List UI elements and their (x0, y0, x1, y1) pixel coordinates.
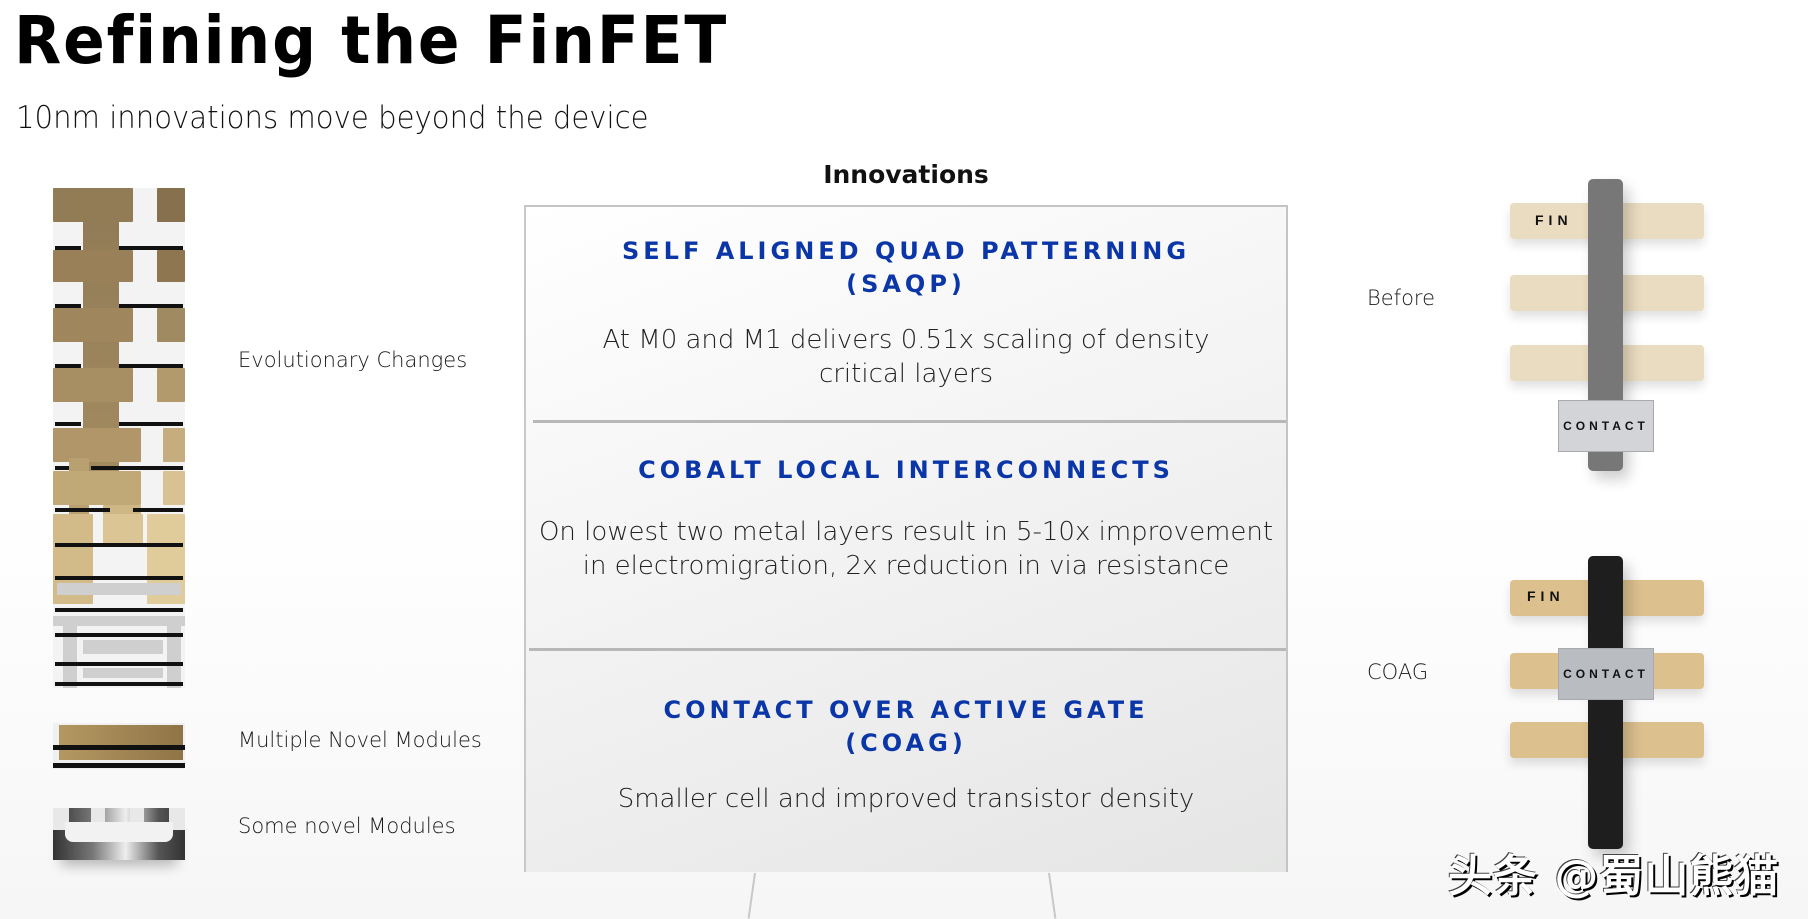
fin-label: FIN (1527, 588, 1565, 604)
label-evolutionary-changes: Evolutionary Changes (238, 348, 468, 372)
innovation-title-abbrev: (COAG) (845, 729, 967, 757)
contact-block: CONTACT (1558, 648, 1654, 700)
innovations-heading: Innovations (823, 160, 989, 189)
metal-stack-illustration (53, 188, 185, 688)
novel-modules-illustration (53, 723, 185, 769)
innovations-card: SELF ALIGNED QUAD PATTERNING (SAQP) At M… (524, 205, 1288, 872)
innovation-title: COBALT LOCAL INTERCONNECTS (638, 456, 1174, 484)
section-divider (533, 420, 1286, 423)
innovation-title: SELF ALIGNED QUAD PATTERNING (621, 237, 1191, 265)
fin-label: FIN (1535, 212, 1573, 228)
innovation-description: On lowest two metal layers result in 5-1… (538, 517, 1274, 547)
fin-trench-illustration (53, 808, 185, 860)
contact-block: CONTACT (1558, 400, 1654, 452)
label-coag: COAG (1367, 660, 1429, 684)
innovation-coag: CONTACT OVER ACTIVE GATE (COAG) Smaller … (526, 694, 1286, 816)
gate-bar (1588, 556, 1623, 849)
slide-title: Refining the FinFET (14, 2, 729, 79)
label-multiple-novel-modules: Multiple Novel Modules (238, 728, 482, 752)
label-before: Before (1367, 286, 1436, 310)
easel-leg (1048, 872, 1057, 919)
easel-leg (747, 872, 756, 919)
watermark-text: 头条 @蜀山熊猫 (1448, 851, 1780, 902)
innovation-cobalt: COBALT LOCAL INTERCONNECTS On lowest two… (526, 454, 1286, 583)
innovation-title: CONTACT OVER ACTIVE GATE (663, 696, 1149, 724)
innovation-description: Smaller cell and improved transistor den… (617, 784, 1195, 814)
innovation-description-cont: in electromigration, 2x reduction in via… (582, 551, 1230, 581)
section-divider (529, 648, 1286, 651)
label-some-novel-modules: Some novel Modules (238, 814, 456, 838)
slide-subtitle: 10nm innovations move beyond the device (16, 100, 649, 136)
innovation-saqp: SELF ALIGNED QUAD PATTERNING (SAQP) At M… (526, 235, 1286, 391)
innovation-description-cont: critical layers (818, 359, 994, 389)
innovation-title-abbrev: (SAQP) (846, 270, 966, 298)
innovation-description: At M0 and M1 delivers 0.51x scaling of d… (602, 325, 1210, 355)
